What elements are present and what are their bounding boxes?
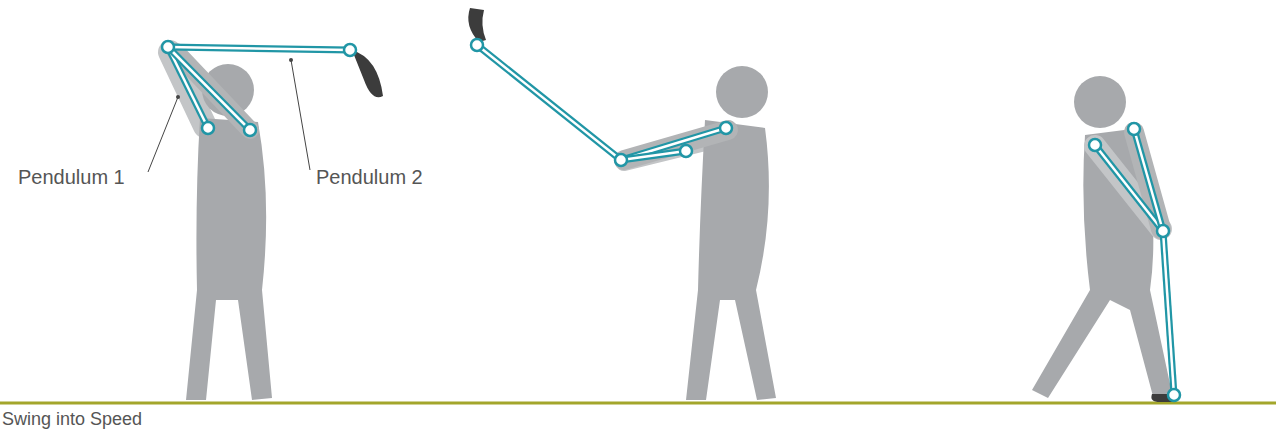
pendulum-line bbox=[1163, 231, 1174, 395]
pendulum-line bbox=[168, 47, 208, 128]
joint-dot bbox=[244, 124, 256, 136]
pendulum-lines bbox=[1089, 123, 1180, 401]
leader-dot bbox=[289, 58, 293, 62]
joint-dot bbox=[615, 154, 627, 166]
club-head bbox=[352, 50, 383, 97]
head bbox=[716, 66, 768, 118]
pendulum-lines bbox=[162, 41, 356, 136]
pendulum-line bbox=[621, 128, 726, 160]
pendulum-line bbox=[1163, 231, 1174, 395]
joint-dot bbox=[1128, 123, 1140, 135]
joint-dot bbox=[720, 122, 732, 134]
leader-dot bbox=[176, 95, 180, 99]
head bbox=[1074, 76, 1126, 128]
pendulum-line bbox=[168, 47, 350, 50]
pendulum-line bbox=[477, 45, 621, 160]
joint-dot bbox=[471, 39, 483, 51]
leader-line bbox=[148, 97, 178, 172]
joint-dot bbox=[680, 145, 692, 157]
pendulum-line bbox=[477, 45, 621, 160]
pendulum-line bbox=[621, 128, 726, 160]
joint-dot bbox=[202, 122, 214, 134]
pendulum-line bbox=[1134, 129, 1163, 231]
part-label: Pendulum 2 bbox=[316, 166, 423, 189]
golfer-impact bbox=[1032, 76, 1180, 402]
figure-caption: Swing into Speed bbox=[2, 409, 142, 430]
leader-line bbox=[291, 60, 310, 170]
joint-dot bbox=[162, 41, 174, 53]
pendulum-line bbox=[168, 47, 350, 50]
joint-dot bbox=[1157, 225, 1169, 237]
pendulum-line bbox=[168, 47, 250, 130]
pendulum-line bbox=[621, 151, 686, 160]
part-label: Pendulum 1 bbox=[18, 166, 125, 189]
pendulum-line bbox=[621, 151, 686, 160]
pendulum-lines bbox=[471, 39, 732, 166]
torso-legs bbox=[1032, 128, 1173, 400]
torso-legs bbox=[186, 118, 272, 400]
joint-dot bbox=[1168, 389, 1180, 401]
pendulum-line bbox=[168, 47, 250, 130]
joint-dot bbox=[1089, 139, 1101, 151]
pendulum-line bbox=[168, 47, 208, 128]
ground-line bbox=[0, 402, 1276, 405]
golfer-backswing bbox=[148, 41, 383, 400]
joint-dot bbox=[344, 44, 356, 56]
golfer-downswing bbox=[468, 8, 776, 400]
pendulum-line bbox=[1134, 129, 1163, 231]
torso-legs bbox=[686, 120, 776, 400]
club-head bbox=[468, 8, 486, 42]
